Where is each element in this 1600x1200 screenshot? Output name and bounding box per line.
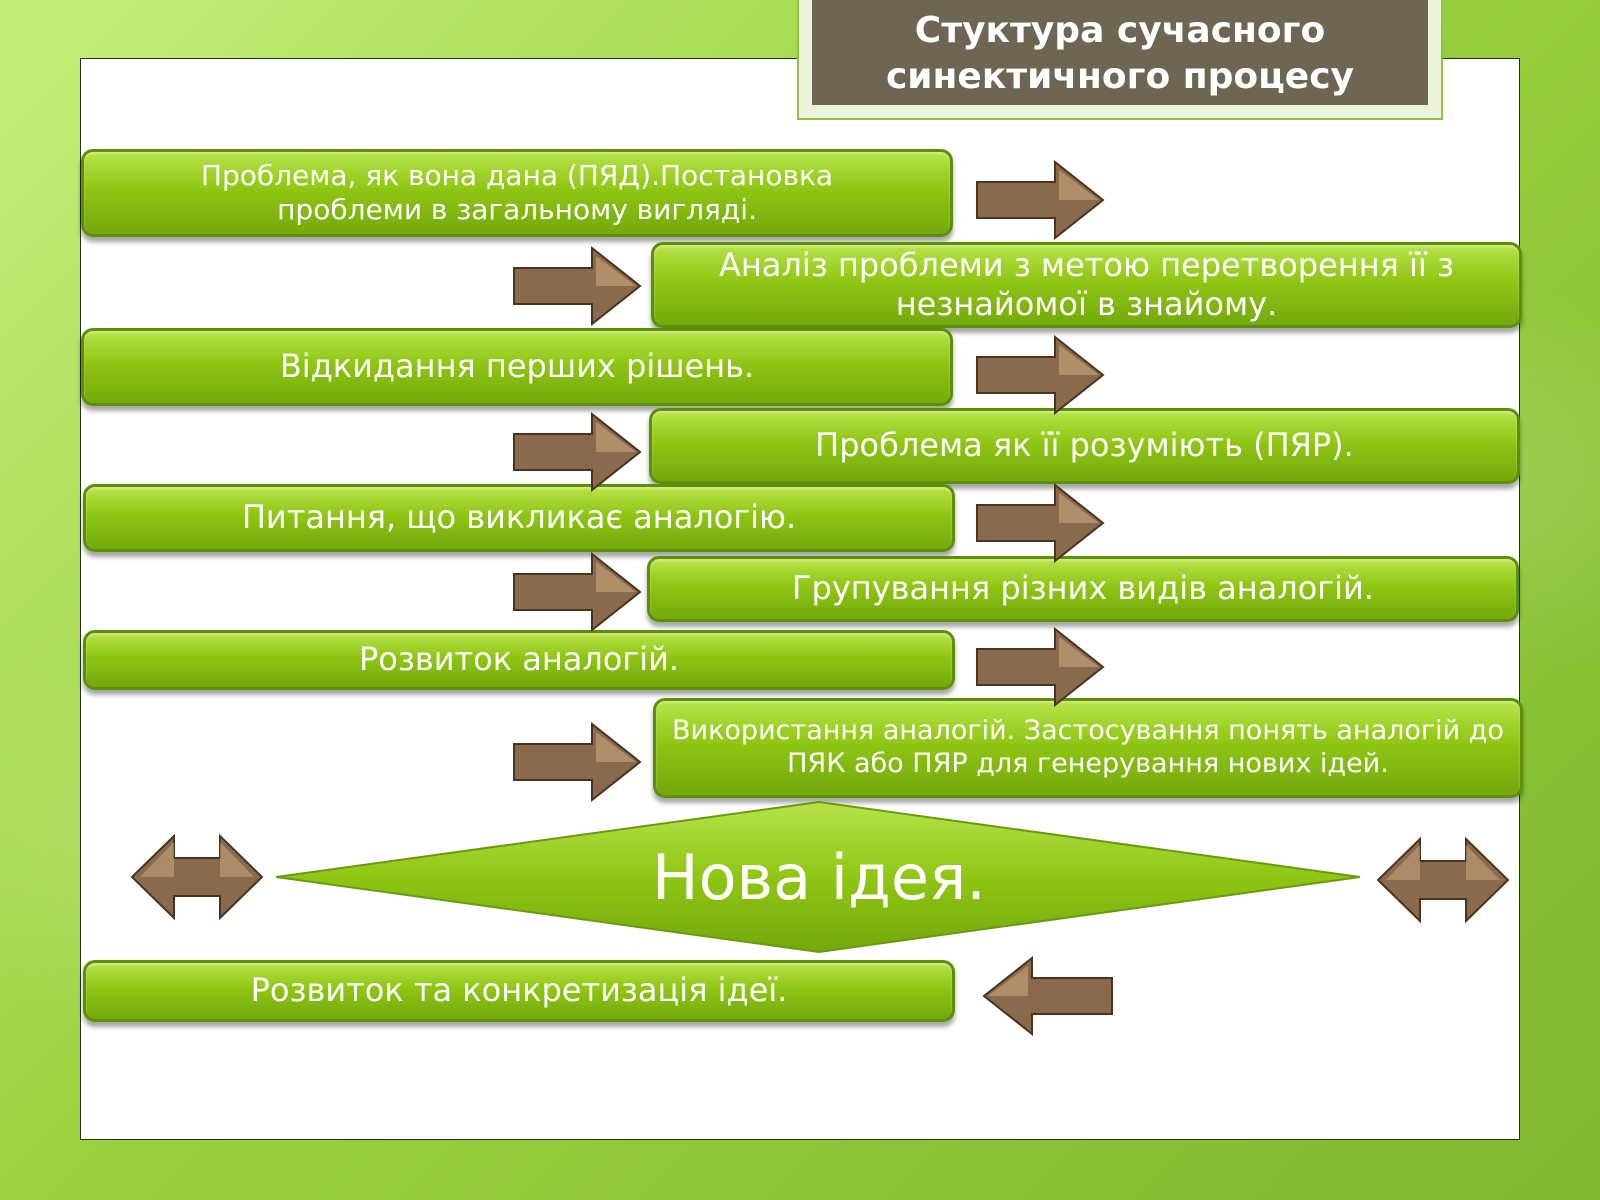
arrow-right-icon xyxy=(976,160,1105,240)
double-arrow-icon xyxy=(130,833,264,921)
final-step-box: Розвиток та конкретизація ідеї. xyxy=(83,960,955,1022)
step-box-6: Групування різних видів аналогій. xyxy=(647,556,1519,622)
arrow-left-icon xyxy=(982,956,1113,1036)
step-box-4: Проблема як її розуміють (ПЯР). xyxy=(649,408,1520,484)
arrow-right-icon xyxy=(976,627,1105,707)
step-box-3: Відкидання перших рішень. xyxy=(81,328,953,406)
arrow-right-icon xyxy=(513,552,642,632)
step-box-8: Використання аналогій. Застосування поня… xyxy=(653,698,1523,798)
arrow-right-icon xyxy=(976,335,1105,415)
slide-title: Стуктура сучасного синектичного процесу xyxy=(812,0,1428,105)
arrow-right-icon xyxy=(513,412,642,492)
arrow-right-icon xyxy=(976,483,1105,563)
arrow-right-icon xyxy=(513,722,642,802)
step-box-1: Проблема, як вона дана (ПЯД).Постановка … xyxy=(81,149,953,237)
result-label: Нова ідея. xyxy=(651,840,987,914)
step-box-2: Аналіз проблеми з метою перетворення її … xyxy=(651,242,1522,328)
arrow-right-icon xyxy=(513,246,642,326)
result-diamond xyxy=(276,800,1361,954)
step-box-5: Питання, що викликає аналогію. xyxy=(83,484,955,552)
double-arrow-icon xyxy=(1376,836,1510,924)
step-box-7: Розвиток аналогій. xyxy=(83,630,955,690)
